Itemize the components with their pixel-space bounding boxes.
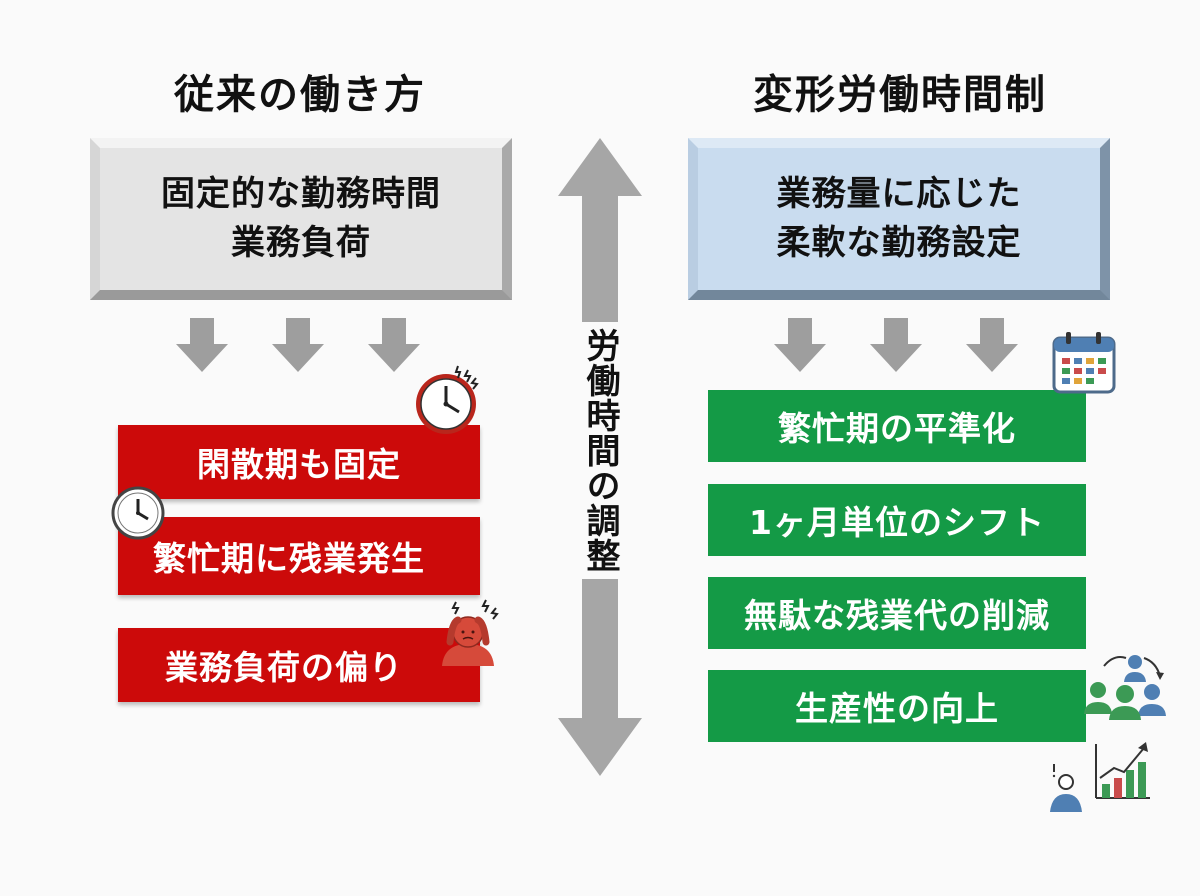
flexible-item: 1ヶ月単位のシフト (708, 484, 1086, 556)
traditional-summary-line2: 業務負荷 (231, 223, 371, 263)
traditional-item: 閑散期も固定 (118, 425, 480, 499)
flexible-item-label: 無駄な残業代の削減 (744, 596, 1050, 635)
flexible-summary-line2: 柔軟な勤務設定 (776, 223, 1022, 263)
down-arrow-icon (272, 318, 324, 372)
team-cycle-icon (1084, 655, 1166, 720)
down-arrow-icon (870, 318, 922, 372)
clock-icon (416, 365, 479, 434)
center-adjustment-label: 労働時間の調整 (577, 322, 623, 579)
stressed-person-icon (442, 599, 499, 666)
clock-icon (111, 486, 165, 540)
traditional-summary-line1: 固定的な勤務時間 (161, 173, 441, 214)
down-arrow-icon (176, 318, 228, 372)
left-heading: 従来の働き方 (174, 72, 426, 118)
flexible-item: 無駄な残業代の削減 (708, 577, 1086, 649)
flexible-item: 生産性の向上 (708, 670, 1086, 742)
traditional-item-label: 繁忙期に残業発生 (153, 539, 425, 578)
down-arrow-icon (966, 318, 1018, 372)
down-arrow-icon (774, 318, 826, 372)
flexible-item-label: 生産性の向上 (795, 689, 999, 728)
flexible-summary-box: 業務量に応じた 柔軟な勤務設定 (688, 138, 1110, 300)
flexible-item: 繁忙期の平準化 (708, 390, 1086, 462)
flexible-item-label: 繁忙期の平準化 (778, 409, 1016, 448)
traditional-item-label: 閑散期も固定 (197, 445, 401, 484)
traditional-summary-box: 固定的な勤務時間 業務負荷 (90, 138, 512, 300)
traditional-item: 業務負荷の偏り (118, 628, 480, 702)
growth-chart-icon (1050, 742, 1150, 812)
traditional-item-label: 業務負荷の偏り (165, 648, 403, 687)
flexible-summary-line1: 業務量に応じた (776, 173, 1022, 214)
traditional-item: 繁忙期に残業発生 (118, 517, 480, 595)
calendar-icon (1052, 332, 1116, 394)
flexible-item-label: 1ヶ月単位のシフト (749, 503, 1045, 542)
down-arrow-icon (368, 318, 420, 372)
right-heading: 変形労働時間制 (753, 72, 1047, 118)
